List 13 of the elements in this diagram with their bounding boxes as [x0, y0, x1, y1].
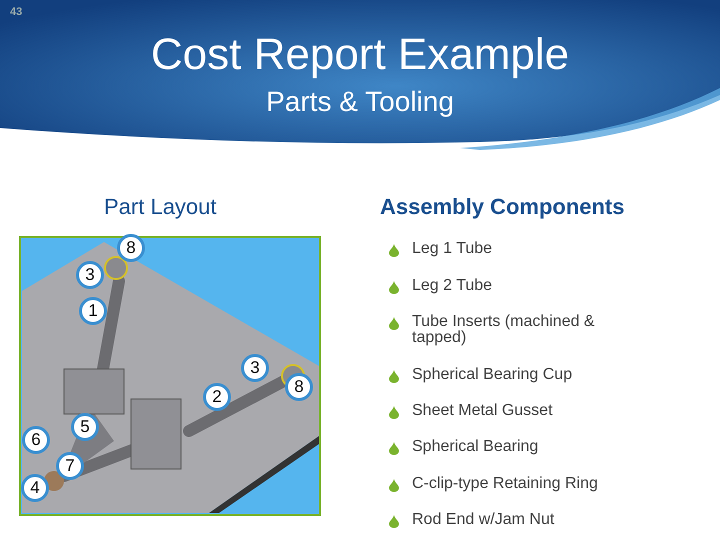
- page-number: 43: [10, 6, 22, 18]
- list-item: Spherical Bearing Cup: [412, 367, 574, 383]
- list-item: Spherical Bearing: [412, 439, 540, 455]
- list-item: Rod End w/Jam Nut: [412, 512, 556, 528]
- section-heading: Assembly Components: [380, 194, 624, 220]
- list-item: C-clip-type Retaining Ring: [412, 476, 599, 492]
- slide-title: Cost Report Example: [150, 30, 570, 80]
- list-item: Leg 1 Tube: [412, 241, 494, 257]
- list-item: Leg 2 Tube: [412, 278, 494, 294]
- section-heading: Part Layout: [104, 194, 217, 220]
- list-item: Sheet Metal Gusset: [412, 403, 554, 419]
- list-item: Tube Inserts (machined & tapped): [412, 314, 596, 346]
- slide-subtitle: Parts & Tooling: [265, 86, 455, 118]
